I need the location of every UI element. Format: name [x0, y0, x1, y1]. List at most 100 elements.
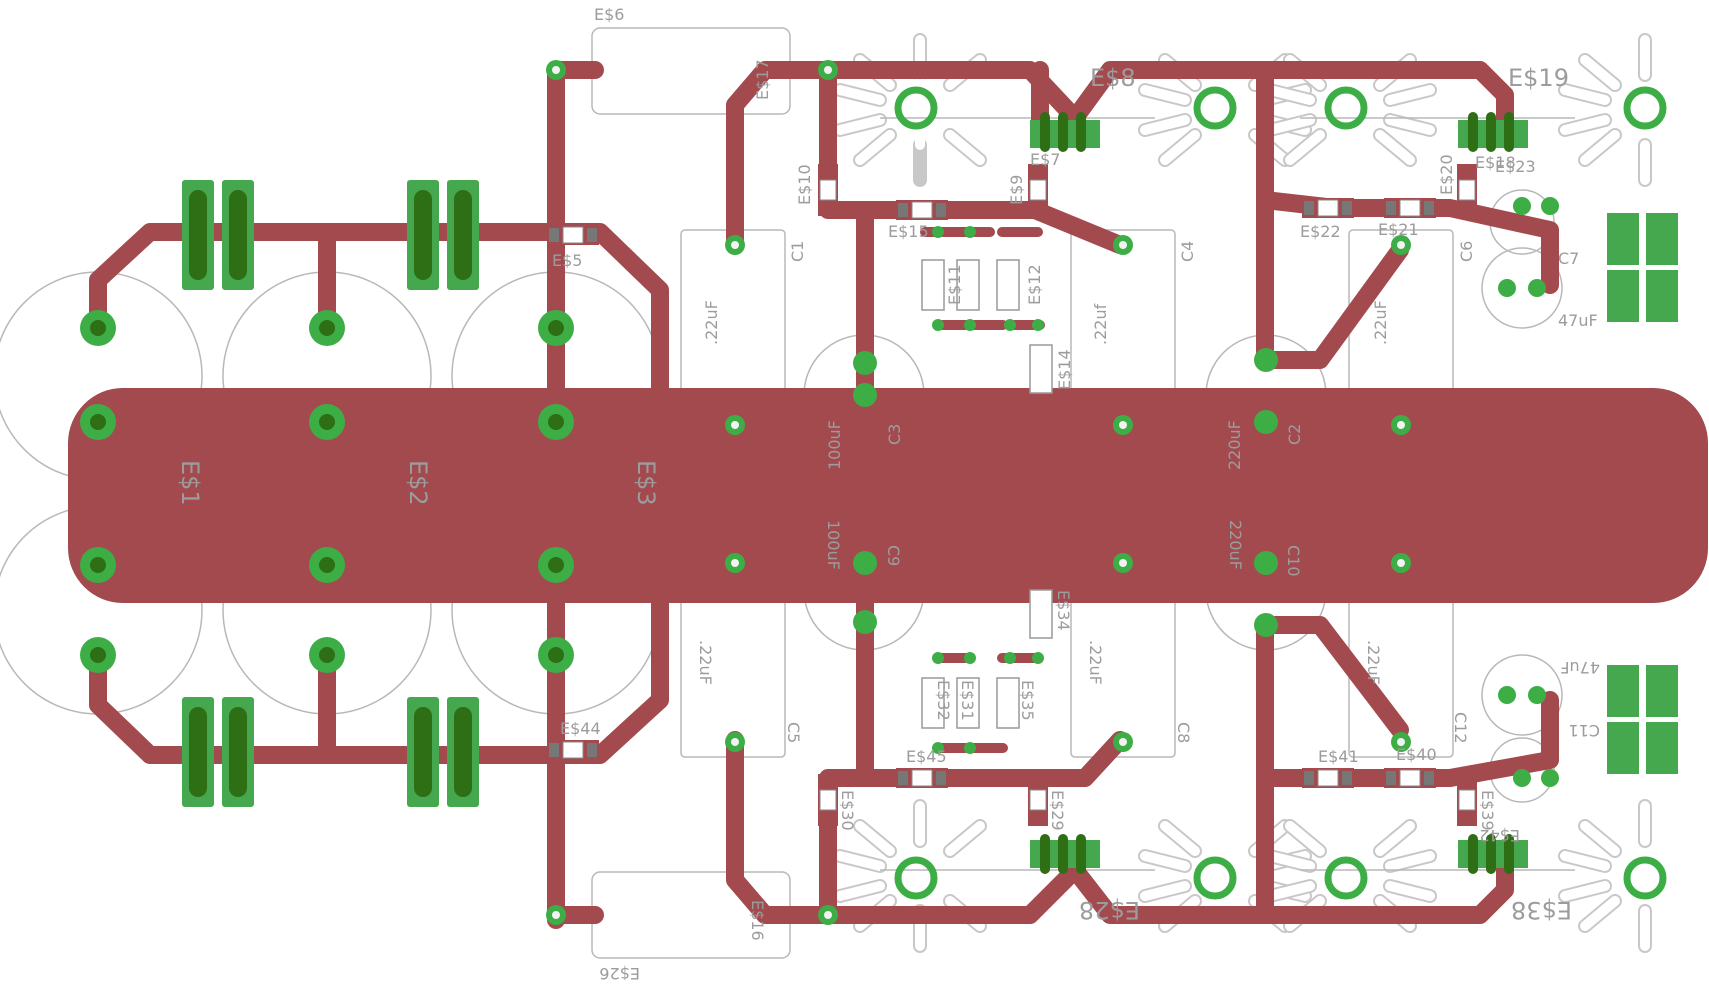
label-v220uf-b: 220uF — [1226, 520, 1245, 570]
label-v47uf: 47uF — [1558, 311, 1598, 330]
smd-e10 — [818, 164, 838, 216]
hole-c12-a — [1397, 559, 1405, 567]
smd-e29 — [1028, 774, 1048, 826]
label-es5: E$5 — [552, 251, 582, 270]
pad-dark-top-1a — [189, 190, 207, 280]
label-v22uf-2: .22uf — [1091, 303, 1110, 345]
heatsink-top-4 — [1558, 33, 1652, 187]
smd-e22 — [1302, 198, 1354, 218]
hole-c8-b — [1119, 738, 1127, 746]
hole-fuse-bot-a — [552, 911, 560, 919]
through-hole-pads — [80, 60, 1667, 925]
smd-e20 — [1457, 164, 1477, 216]
label-es16: E$16 — [748, 900, 767, 941]
pad-right-bot-3 — [1607, 722, 1639, 774]
mount-bot-3 — [1324, 856, 1368, 900]
hole-c4-a — [1119, 241, 1127, 249]
label-es29: E$29 — [1048, 790, 1067, 831]
pad-c7-b — [1528, 279, 1546, 297]
smd-e39 — [1457, 774, 1477, 826]
cap-c7-outline — [1481, 247, 1563, 329]
label-es41: E$41 — [1318, 747, 1359, 766]
smd-e44 — [547, 740, 599, 760]
hole-cap5-bot — [319, 647, 335, 663]
smd-e9 — [1028, 164, 1048, 216]
hole-cap2-bot — [319, 414, 335, 430]
mount-bot-4 — [1623, 856, 1667, 900]
label-v22uf-b3: .22uF — [1364, 640, 1383, 685]
copper-traces — [68, 61, 1708, 929]
cap-c11-outline — [1481, 654, 1563, 736]
label-es31: E$31 — [958, 680, 977, 721]
transistor-top-right — [1458, 112, 1528, 152]
hole-cap6-bot — [548, 647, 564, 663]
hole-c6-b — [1397, 421, 1405, 429]
pad-c7-a — [1498, 279, 1516, 297]
pad-c3-b — [853, 383, 877, 407]
label-v47uf-b: 47uF — [1560, 658, 1600, 677]
pad-c9-a — [853, 551, 877, 575]
hole-cap1-bot — [90, 414, 106, 430]
pad-c10-b — [1254, 613, 1278, 637]
label-es26: E$26 — [599, 964, 640, 983]
trace-top-fuse — [726, 61, 1274, 249]
label-es40: E$40 — [1396, 745, 1437, 764]
hole-c6-a — [1397, 241, 1405, 249]
mount-top-1 — [894, 86, 938, 130]
smd-e30 — [818, 774, 838, 826]
smd-e21 — [1384, 198, 1436, 218]
pad-c14-a — [1513, 769, 1531, 787]
hole-c12-b — [1397, 738, 1405, 746]
pad-right-bot-1 — [1607, 665, 1639, 717]
label-es21: E$21 — [1378, 220, 1419, 239]
hole-fuse-bot-b — [824, 911, 832, 919]
label-es38: E$38 — [1511, 896, 1572, 924]
mount-bot-2 — [1193, 856, 1237, 900]
pad-dark-bot-2a — [414, 707, 432, 797]
pad-c3-a — [853, 351, 877, 375]
heatsink-bottom-4 — [1558, 799, 1652, 953]
label-c10: C10 — [1284, 545, 1303, 577]
label-es1: E$1 — [176, 460, 204, 506]
octo-pads — [80, 310, 574, 673]
diode-e12-group — [920, 226, 1053, 394]
label-es32: E$32 — [934, 680, 953, 721]
label-v22uf-3: .22uF — [1371, 300, 1390, 345]
pad-right-bot-2 — [1646, 665, 1678, 717]
pad-right-top-1 — [1607, 213, 1639, 265]
label-c2: C2 — [1285, 424, 1304, 445]
mount-top-3 — [1324, 86, 1368, 130]
pad-c13-a — [1513, 197, 1531, 215]
label-c4: C4 — [1178, 241, 1197, 262]
pad-c2-a — [1254, 348, 1278, 372]
pad-c11-b — [1528, 686, 1546, 704]
label-es14: E$14 — [1055, 349, 1074, 390]
transistor-bottom-left — [1030, 834, 1100, 874]
label-es12: E$12 — [1025, 264, 1044, 305]
small-pad-holes — [552, 66, 1405, 919]
power-pads — [182, 180, 1678, 807]
transistor-top-left — [1030, 112, 1100, 152]
pad-dark-top-2a — [414, 190, 432, 280]
hole-c8-a — [1119, 559, 1127, 567]
pad-right-top-4 — [1646, 270, 1678, 322]
diode-e35-group — [921, 589, 1053, 754]
label-v22uf-1: .22uF — [702, 300, 721, 345]
label-es34: E$34 — [1054, 590, 1073, 631]
label-c5: C5 — [784, 722, 803, 743]
label-v22uf-b2: .22uF — [1086, 640, 1105, 685]
transistor-bottom-right — [1458, 834, 1528, 874]
pad-c10-a — [1254, 551, 1278, 575]
pad-dark-bot-1a — [189, 707, 207, 797]
label-es11: E$11 — [945, 264, 964, 305]
pad-c9-b — [853, 610, 877, 634]
label-c8: C8 — [1174, 722, 1193, 743]
hole-cap3-bot — [548, 414, 564, 430]
hole-fuse-top-a — [552, 66, 560, 74]
label-es10: E$10 — [795, 164, 814, 205]
label-es44: E$44 — [560, 719, 601, 738]
label-es2: E$2 — [404, 460, 432, 506]
label-es7: E$7 — [1030, 150, 1060, 169]
label-c1: C1 — [788, 241, 807, 262]
label-es15: E$15 — [888, 222, 929, 241]
